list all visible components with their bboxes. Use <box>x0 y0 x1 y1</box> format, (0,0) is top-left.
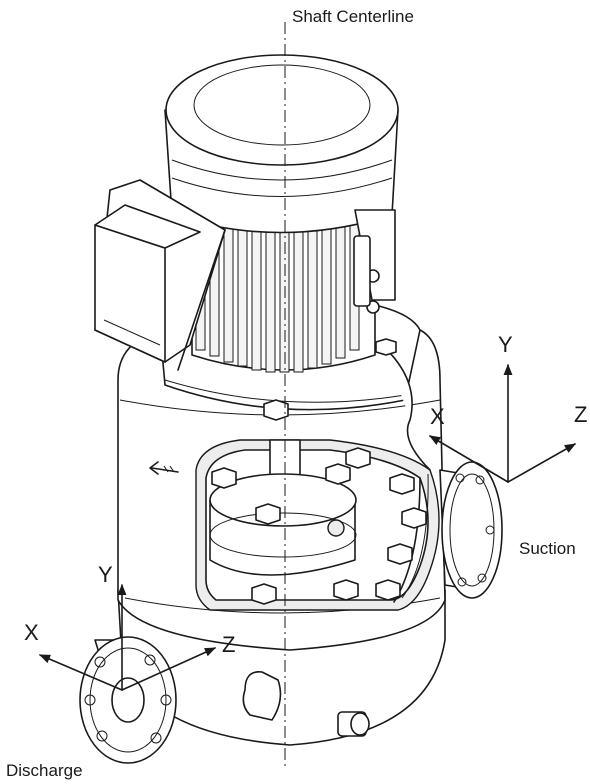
terminal-box <box>94 179 226 371</box>
suction-x-label: X <box>430 404 445 429</box>
discharge-x-label: X <box>24 620 39 645</box>
discharge-flange <box>79 636 177 764</box>
cover-bolts <box>211 447 427 605</box>
suction-z-label: Z <box>574 402 588 427</box>
suction-x-axis <box>429 435 509 483</box>
discharge-x-axis <box>38 654 123 691</box>
discharge-label: Discharge <box>6 761 83 780</box>
rotation-arrow-icon <box>149 461 179 475</box>
discharge-z-label: Z <box>222 632 236 657</box>
electric-motor <box>164 54 399 373</box>
discharge-z-axis <box>121 647 217 691</box>
suction-flange <box>439 461 503 599</box>
cutaway-section <box>195 439 440 611</box>
shaft-centerline-label: Shaft Centerline <box>292 7 414 26</box>
drain-plug <box>337 711 370 737</box>
suction-z-axis <box>507 443 576 483</box>
suction-axes <box>429 363 576 483</box>
discharge-y-label: Y <box>98 562 113 587</box>
discharge-axes <box>38 583 217 691</box>
suction-label: Suction <box>519 539 576 558</box>
suction-y-label: Y <box>498 332 513 357</box>
